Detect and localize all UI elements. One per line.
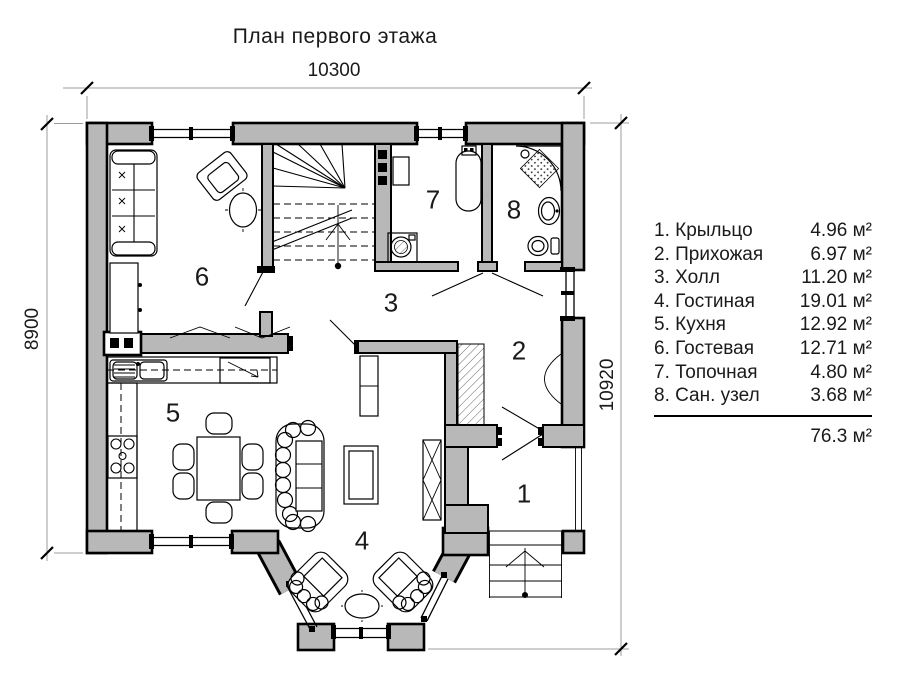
bathroom-furniture: [515, 145, 562, 257]
legend-row: 5. Кухня 12.92 м²: [654, 313, 872, 337]
living-room-furniture: [274, 355, 442, 622]
room-number-1: 1: [516, 478, 532, 509]
entry-details: [169, 271, 562, 461]
washing-machine-symbol: [387, 232, 418, 263]
dining-chairs: [172, 412, 264, 524]
legend-room-name: 7. Топочная: [654, 361, 758, 383]
legend-row: 6. Гостевая 12.71 м²: [654, 337, 872, 361]
legend-row: 1. Крыльцо 4.96 м²: [654, 219, 872, 243]
legend-row: 3. Холл 11.20 м²: [654, 266, 872, 290]
armchair-symbol: [196, 151, 248, 201]
dimension-right: 10920: [597, 358, 618, 412]
staircase: [271, 143, 374, 270]
legend-room-name: 3. Холл: [654, 267, 720, 289]
shelf-rack-symbol: [422, 439, 442, 521]
legend-separator: [654, 414, 872, 417]
room-number-5: 5: [165, 397, 181, 428]
bay-oval-table-symbol: [344, 593, 380, 619]
legend-room-area: 6.97 м²: [810, 243, 872, 265]
sink-symbol: [109, 359, 168, 382]
legend-room-area: 12.71 м²: [799, 337, 872, 359]
kitchen-furniture: [106, 356, 278, 532]
legend-room-area: 19.01 м²: [799, 290, 872, 312]
dimension-top: 10300: [307, 60, 361, 81]
room-legend: 1. Крыльцо 4.96 м² 2. Прихожая 6.97 м² 3. …: [654, 219, 872, 448]
coffee-table-symbol: [343, 445, 379, 505]
interior-walls: [102, 143, 586, 555]
dining-table-symbol: [196, 436, 241, 501]
room-number-7: 7: [425, 184, 441, 215]
legend-room-name: 1. Крыльцо: [654, 220, 753, 241]
big-sofa-symbol: [274, 419, 325, 533]
shelf-symbol: [392, 156, 410, 186]
room-number-4: 4: [354, 525, 370, 556]
boiler-symbol: [455, 150, 482, 212]
legend-row: 4. Гостиная 19.01 м²: [654, 290, 872, 314]
dimension-lines: [40, 81, 629, 656]
legend-room-area: 4.80 м²: [810, 361, 872, 383]
toilet-symbol: [527, 235, 560, 257]
porch-steps: [489, 531, 562, 598]
legend-room-name: 2. Прихожая: [654, 243, 764, 265]
legend-row: 2. Прихожая 6.97 м²: [654, 243, 872, 267]
legend-room-area: 3.68 м²: [810, 385, 872, 407]
legend-room-name: 8. Сан. узел: [654, 385, 760, 407]
legend-row: 7. Топочная 4.80 м²: [654, 361, 872, 385]
legend-room-area: 4.96 м²: [810, 220, 872, 241]
room-number-2: 2: [511, 335, 527, 366]
legend-room-area: 12.92 м²: [799, 314, 872, 336]
room-number-6: 6: [194, 261, 210, 292]
legend-total-area: 76.3 м²: [810, 425, 872, 447]
wardrobe-symbol: [457, 343, 485, 426]
legend-room-name: 4. Гостиная: [654, 290, 755, 312]
boiler-room-furniture: [387, 145, 482, 263]
windows: [149, 126, 582, 639]
bay-armchair-left: [287, 551, 349, 613]
legend-room-name: 6. Гостевая: [654, 337, 755, 359]
fridge-symbol: [219, 357, 271, 384]
entry-door-arc: [544, 353, 562, 405]
room-number-3: 3: [383, 287, 399, 318]
legend-room-name: 5. Кухня: [654, 314, 726, 336]
legend-row: 8. Сан. узел 3.68 м²: [654, 384, 872, 408]
stove-symbol: [107, 435, 138, 479]
cabinet-symbol: [109, 262, 139, 334]
dimension-left: 8900: [22, 307, 43, 351]
exterior-walls: [85, 121, 586, 652]
sink-symbol: [537, 196, 561, 226]
guest-room-furniture: [109, 149, 261, 334]
bay-armchair-right: [372, 551, 434, 613]
round-table-symbol: [228, 192, 258, 228]
legend-room-area: 11.20 м²: [801, 267, 872, 289]
room-number-8: 8: [506, 194, 522, 225]
plan-title: План первого этажа: [232, 25, 438, 48]
